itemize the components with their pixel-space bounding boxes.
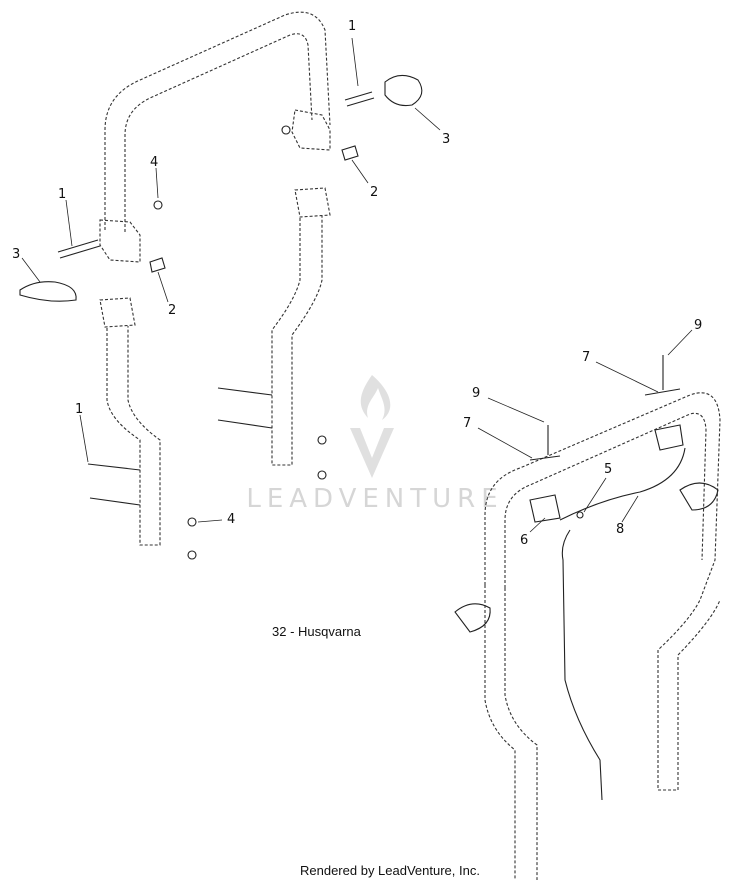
nut	[317, 435, 327, 445]
light-left	[529, 494, 561, 523]
nut	[153, 200, 163, 210]
flame-logo-icon	[350, 375, 394, 478]
wire-harness	[559, 447, 686, 521]
callout-9: 9	[694, 318, 702, 333]
render-credit: Rendered by LeadVenture, Inc.	[300, 863, 480, 878]
watermark-text: LEADVENTURE	[246, 484, 503, 514]
hitch-pin-clip	[384, 74, 423, 107]
callout-1: 1	[75, 402, 83, 417]
callout-8: 8	[616, 522, 624, 537]
nut	[187, 517, 197, 527]
left-callout-leaders	[21, 37, 441, 523]
hitch-pin-clip	[19, 281, 77, 302]
callout-9: 9	[472, 386, 480, 401]
screw	[547, 355, 664, 455]
mirror	[679, 482, 719, 511]
diagram-caption: 32 - Husqvarna	[272, 624, 362, 639]
bolt	[217, 387, 273, 429]
wire-harness-lead	[561, 529, 603, 801]
knob	[341, 145, 359, 161]
bracket	[529, 388, 681, 461]
callout-5: 5	[604, 462, 612, 477]
callout-7: 7	[582, 350, 590, 365]
light-right	[654, 424, 684, 451]
left-lower-uprights	[99, 187, 331, 546]
nut	[187, 550, 197, 560]
nut	[281, 125, 291, 135]
nut	[576, 511, 584, 519]
bolt	[87, 463, 141, 506]
callout-2: 2	[370, 185, 378, 200]
callout-7: 7	[463, 416, 471, 431]
right-callout-leaders	[477, 329, 693, 533]
left-upper-hoop	[99, 11, 331, 263]
right-lights	[454, 355, 719, 801]
callout-3: 3	[442, 132, 450, 147]
callout-4: 4	[150, 155, 158, 170]
left-hardware	[19, 74, 423, 560]
leadventure-watermark: LEADVENTURE	[246, 375, 503, 514]
callout-6: 6	[520, 533, 528, 548]
knob	[149, 257, 166, 273]
callout-1: 1	[348, 19, 356, 34]
right-hoop	[484, 392, 721, 880]
nut	[317, 470, 327, 480]
mirror	[454, 603, 491, 633]
callout-2: 2	[168, 303, 176, 318]
clevis-pin	[344, 91, 375, 107]
callout-3: 3	[12, 247, 20, 262]
clevis-pin	[57, 239, 101, 259]
callout-4: 4	[227, 512, 235, 527]
callout-1: 1	[58, 187, 66, 202]
